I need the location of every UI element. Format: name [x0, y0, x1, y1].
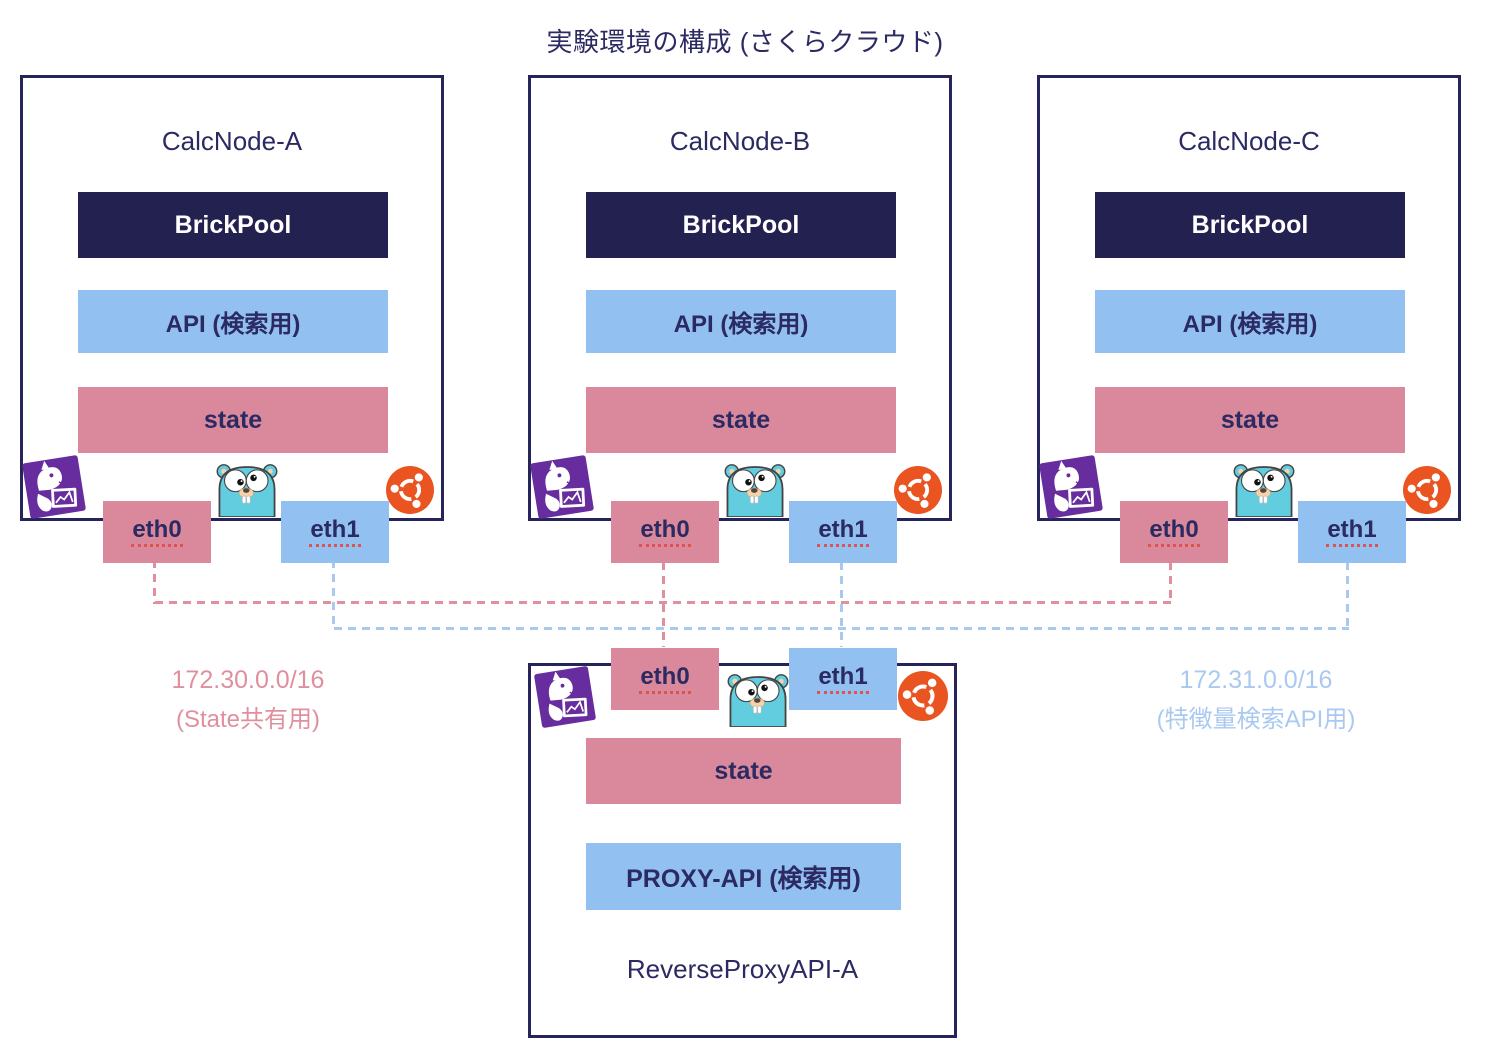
node-b-proxy-eth0-link: [662, 562, 665, 647]
network-purpose: (特徴量検索API用): [1156, 706, 1356, 733]
network-cidr: 172.31.0.0/16: [1179, 666, 1333, 694]
node-calcnode-c: CalcNode-C BrickPool API (検索用) state eth…: [1036, 75, 1461, 563]
go-gopher-icon: [209, 459, 285, 517]
node-b-proxy-eth1-link: [840, 562, 843, 647]
api-layer: API (検索用): [78, 290, 388, 353]
node-c-eth0-link: [1169, 562, 1172, 604]
ubuntu-icon: [1403, 466, 1451, 514]
go-gopher-icon: [1226, 459, 1302, 517]
network-cidr: 172.30.0.0/16: [171, 666, 325, 694]
datadog-icon: [19, 452, 89, 522]
eth-label: eth1: [1326, 517, 1378, 548]
node-calcnode-b: CalcNode-B BrickPool API (検索用) state eth…: [527, 75, 952, 563]
eth-label: eth0: [131, 517, 183, 548]
node-c-eth1-link: [1346, 562, 1349, 630]
state-layer: state: [586, 387, 896, 453]
eth-label: eth1: [817, 664, 869, 695]
eth0-interface: eth0: [1120, 501, 1228, 563]
eth1-interface: eth1: [1298, 501, 1406, 563]
state-layer: state: [1095, 387, 1405, 453]
api-layer: API (検索用): [586, 290, 896, 353]
go-gopher-icon: [717, 459, 793, 517]
eth1-interface: eth1: [789, 501, 897, 563]
brickpool-layer: BrickPool: [586, 192, 896, 258]
eth0-interface: eth0: [611, 648, 719, 710]
brickpool-layer: BrickPool: [1095, 192, 1405, 258]
go-gopher-icon: [720, 669, 796, 727]
node-title: CalcNode-A: [161, 126, 303, 156]
eth0-interface: eth0: [611, 501, 719, 563]
node-title: CalcNode-C: [1178, 126, 1320, 156]
brickpool-layer: BrickPool: [78, 192, 388, 258]
node-a-eth1-link: [332, 560, 335, 630]
state-layer: state: [78, 387, 388, 453]
state-network-label: 172.30.0.0/16 (State共有用): [118, 660, 378, 740]
node-a-eth0-link: [153, 560, 156, 604]
proxy-api-layer: PROXY-API (検索用): [586, 843, 901, 910]
diagram-title: 実験環境の構成 (さくらクラウド): [546, 27, 944, 57]
eth-label: eth0: [639, 664, 691, 695]
search-network-label: 172.31.0.0/16 (特徴量検索API用): [1126, 660, 1386, 740]
eth-label: eth1: [817, 517, 869, 548]
eth-label: eth0: [639, 517, 691, 548]
datadog-icon: [527, 452, 597, 522]
node-calcnode-a: CalcNode-A BrickPool API (検索用) state eth…: [19, 75, 444, 563]
api-layer: API (検索用): [1095, 290, 1405, 353]
datadog-icon: [1036, 452, 1106, 522]
node-title: ReverseProxyAPI-A: [626, 954, 859, 984]
node-reverseproxyapi-a: eth0 eth1 state PROXY-API (検索用) ReverseP…: [528, 648, 957, 1038]
datadog-icon: [531, 663, 599, 731]
state-layer: state: [586, 738, 901, 804]
ubuntu-icon: [898, 671, 948, 721]
eth-label: eth0: [1148, 517, 1200, 548]
eth1-interface: eth1: [789, 648, 897, 710]
node-title: CalcNode-B: [669, 126, 811, 156]
eth1-interface: eth1: [281, 501, 389, 563]
ubuntu-icon: [894, 466, 942, 514]
ubuntu-icon: [386, 466, 434, 514]
eth0-interface: eth0: [103, 501, 211, 563]
network-purpose: (State共有用): [175, 706, 321, 733]
eth-label: eth1: [309, 517, 361, 548]
